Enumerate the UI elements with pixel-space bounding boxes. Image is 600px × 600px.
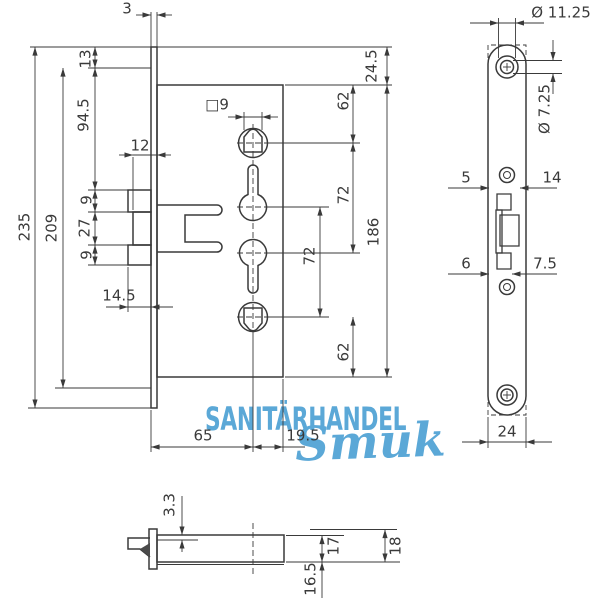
dim-cylinder-follower: 72 (300, 246, 319, 266)
dim-case-height-side: 17 (324, 536, 343, 556)
dim-bottom-ref: 16.5 (301, 562, 320, 596)
dim-bottom-margin: 62 (334, 342, 353, 362)
dim-latch-top: 94.5 (74, 98, 93, 132)
dim-screw-distance: 209 (42, 213, 61, 243)
dim-top-margin: 24.5 (362, 49, 381, 83)
latch-bolt-side (128, 538, 150, 557)
screw-hole-top-inner (501, 61, 514, 74)
screw-hole-top-outer (496, 56, 518, 78)
centerlines-front (237, 124, 269, 336)
cylinder-hole-lower (240, 239, 267, 293)
dim-backset: 65 (193, 426, 213, 445)
screw-hole-bottom-inner (501, 389, 513, 401)
screw-hole-mid-lower (500, 280, 515, 295)
dim-screw-head: Ø 11.25 (531, 3, 591, 22)
faceplate-front (151, 47, 157, 408)
dim-screw-hole: Ø 7.25 (535, 84, 554, 134)
dim-latch-lip-top: 9 (77, 195, 96, 205)
screw-hole-mid-upper (500, 168, 515, 183)
side-view (128, 523, 284, 574)
dim-screw-top-offset: 13 (76, 49, 95, 69)
latch-cutout (496, 194, 519, 269)
dim-to-follower: 62 (334, 91, 353, 111)
dim-latch-mid: 27 (75, 218, 94, 238)
case-side-outline (157, 535, 284, 562)
screw-hole-bottom-outer (497, 385, 517, 405)
faceplate-side (149, 529, 157, 569)
latch-middle (133, 212, 151, 245)
dim-follower-square: □9 (205, 95, 229, 114)
follower-square-bottom (244, 308, 262, 331)
dim-rear-depth: 19.5 (286, 426, 320, 445)
dim-follower-cylinder: 72 (334, 185, 353, 205)
latch-bevel (140, 543, 150, 557)
follower-square-top (244, 129, 262, 152)
dim-latch-proj: 14.5 (102, 286, 136, 305)
latch-lip-top (128, 190, 151, 212)
dim-latch-bottom-left: 6 (461, 254, 471, 273)
front-view (128, 47, 283, 408)
latch-lip-bottom (128, 245, 151, 265)
dim-latch-offset: 3.3 (160, 493, 179, 517)
watermark-brand-text: SANITÄRHANDEL (205, 400, 407, 438)
face-plate-dimensions (448, 18, 562, 448)
dim-plate-thickness: 3 (122, 0, 132, 18)
dim-total-height-side: 18 (386, 536, 405, 556)
dim-total-height: 235 (15, 212, 34, 242)
side-view-dimensions (179, 496, 400, 598)
dim-latch-proj-mid: 12 (130, 136, 150, 155)
dim-case-height: 186 (364, 217, 383, 247)
dim-latch-top-right: 14 (542, 168, 562, 187)
dim-latch-bottom-right: 7.5 (533, 254, 557, 273)
lock-case-outline (157, 85, 283, 377)
latch-guide-slot (157, 205, 222, 252)
front-view-dimensions (28, 12, 392, 452)
dim-plate-width: 24 (497, 422, 517, 441)
dim-latch-lip-bottom: 9 (77, 250, 96, 260)
face-plate-outline (488, 45, 526, 415)
square-corner-option (488, 45, 526, 415)
dim-latch-top-left: 5 (461, 168, 471, 187)
face-plate-view (488, 45, 526, 415)
